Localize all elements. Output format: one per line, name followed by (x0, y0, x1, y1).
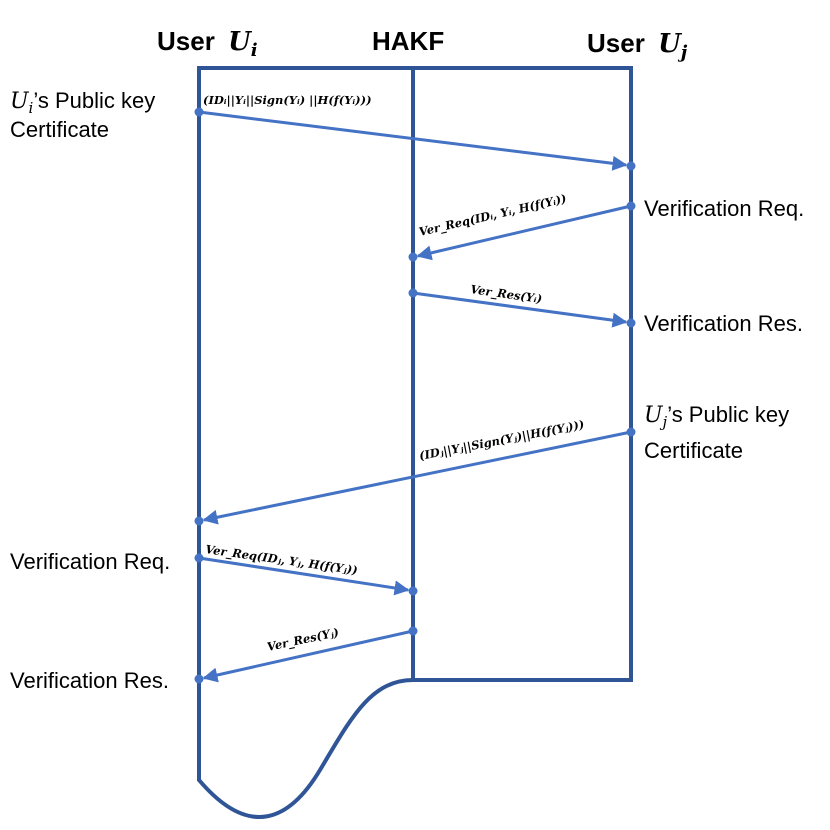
label-ui-cert-line2: Certificate (10, 117, 109, 142)
arrow-ver-req-i (416, 204, 632, 261)
actor-user-j: User Uj (587, 28, 688, 63)
arrow-ver-res-i (412, 291, 628, 328)
dot (626, 318, 636, 328)
label-left-verification-res: Verification Res. (10, 668, 169, 693)
lifeline-user-i (197, 66, 415, 819)
dot (194, 107, 204, 117)
dot (194, 674, 204, 684)
message-ver-req-i: Ver_Req(IDᵢ, Yᵢ, H(f(Yᵢ)) (418, 191, 568, 240)
label-right-verification-req: Verification Req. (644, 196, 804, 221)
dot (408, 626, 418, 636)
label-right-verification-res: Verification Res. (644, 311, 803, 336)
dot (408, 252, 418, 262)
dot (408, 586, 418, 596)
arrow-uj-cert (202, 430, 632, 525)
actor-hakf: HAKF (372, 26, 444, 56)
label-uj-cert-line1: Uj’s Public key (644, 402, 789, 431)
arrow-ver-res-j (202, 629, 414, 683)
actor-user-i: User Ui (157, 26, 258, 61)
label-left-verification-req: Verification Req. (10, 549, 170, 574)
arrow-ver-req-j (198, 556, 410, 596)
label-ui-cert-line1: Ui’s Public key (10, 88, 155, 117)
label-uj-cert-line2: Certificate (644, 438, 743, 463)
dot (626, 201, 636, 211)
dot (194, 516, 204, 526)
dot (626, 427, 636, 437)
message-ver-req-j: Ver_Req(IDⱼ, Yⱼ, H(f(Yⱼ)) (204, 542, 358, 578)
message-uj-cert: (IDⱼ||Yⱼ||Sign(Yⱼ)||H(f(Yⱼ))) (418, 417, 586, 463)
lifeline-user-j (411, 66, 633, 682)
message-ui-cert: (IDᵢ||Yᵢ||Sign(Yᵢ) ||H(f(Yᵢ))) (203, 93, 372, 107)
dot (408, 288, 418, 298)
dot (194, 553, 204, 563)
dot (626, 161, 636, 171)
arrow-ui-cert (198, 110, 628, 171)
